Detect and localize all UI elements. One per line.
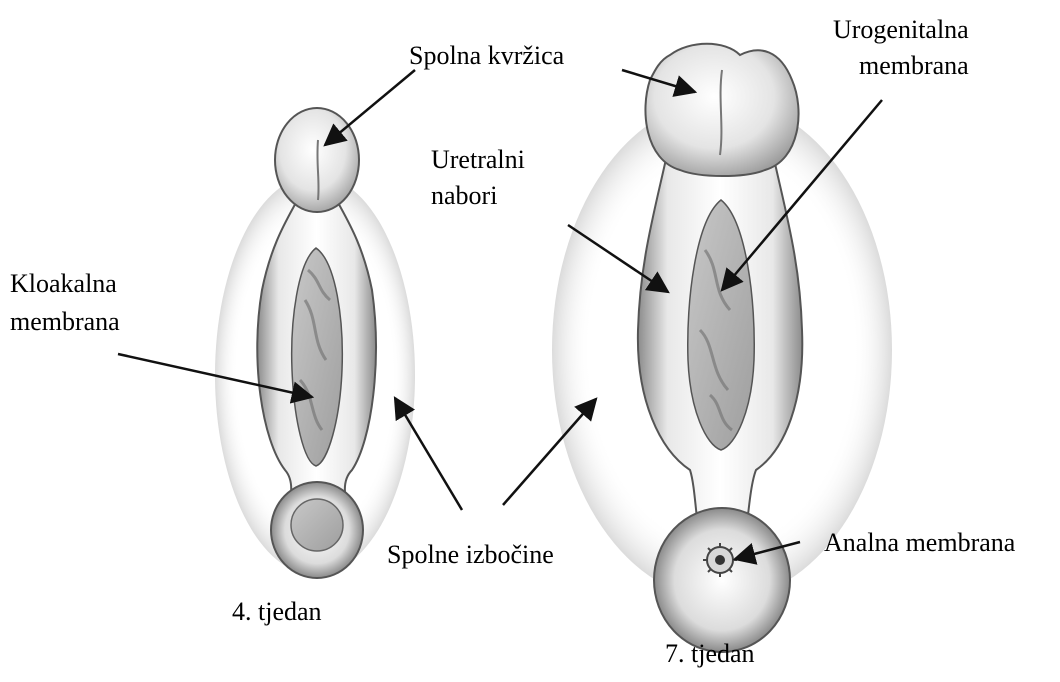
anal-membrane-week7	[703, 543, 737, 577]
anal-region-week7	[654, 508, 790, 652]
label-anal-membrane: Analna membrana	[824, 527, 1015, 559]
caption-week7: 7. tjedan	[665, 638, 755, 670]
label-urogenital-membrane-line2: membrana	[859, 50, 969, 82]
label-cloacal-membrane-line2: membrana	[10, 306, 120, 338]
embryo-week7	[552, 44, 892, 652]
embryo-week4	[215, 108, 415, 578]
caption-week4: 4. tjedan	[232, 596, 322, 628]
arrow-genital-tubercle-week4	[325, 70, 415, 145]
label-cloacal-membrane-line1: Kloakalna	[10, 268, 117, 300]
label-genital-swellings: Spolne izbočine	[387, 539, 554, 571]
genital-tubercle-week7	[645, 44, 798, 176]
label-urogenital-membrane-line1: Urogenitalna	[833, 14, 969, 46]
label-genital-tubercle: Spolna kvržica	[409, 40, 564, 72]
label-urethral-folds-line1: Uretralni	[431, 144, 525, 176]
label-urethral-folds-line2: nabori	[431, 180, 497, 212]
